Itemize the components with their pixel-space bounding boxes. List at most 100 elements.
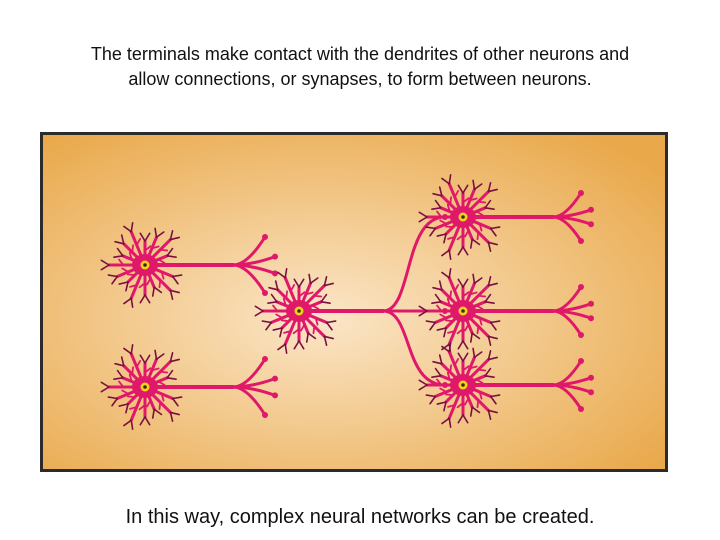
- dendrite-branch: [473, 277, 483, 285]
- dendrite-branch: [121, 267, 130, 273]
- dendrite-branch: [312, 325, 316, 335]
- dendrite-branch: [129, 406, 138, 410]
- nucleolus: [143, 263, 147, 267]
- dendrite-branch: [139, 232, 146, 242]
- dendrite-branch: [441, 343, 451, 351]
- dendrite-branch: [159, 370, 169, 374]
- dendrite-branch: [144, 354, 151, 364]
- dendrite-branch: [320, 293, 328, 303]
- dendrite-branch: [441, 249, 451, 257]
- dendrite-branch: [432, 286, 443, 291]
- dendrite-branch: [123, 347, 133, 355]
- dendrite-branch: [300, 323, 306, 332]
- dendrite-branch: [431, 375, 442, 379]
- dendrite-branch: [425, 320, 437, 324]
- dendrite-branch: [464, 323, 470, 332]
- dendrite-branch: [446, 203, 451, 213]
- dendrite-branch: [126, 273, 136, 277]
- dendrite-branch: [116, 247, 124, 257]
- dendrite-branch: [436, 233, 447, 237]
- dendrite-branch: [471, 406, 481, 414]
- dendrite-branch: [169, 289, 174, 301]
- dendrite-branch: [304, 291, 314, 296]
- dendrite-branch: [153, 286, 163, 294]
- dendrite-branch: [471, 238, 481, 246]
- dendrite-branch: [449, 196, 452, 206]
- dendrite-branch: [254, 310, 264, 317]
- dendrite-branch: [489, 395, 497, 405]
- dendrite-branch: [429, 395, 437, 405]
- dendrite-branch: [144, 416, 151, 426]
- axon-input-top: [143, 234, 278, 296]
- dendrite-branch: [139, 416, 146, 426]
- axon-terminal: [272, 392, 278, 399]
- dendrite-branch: [468, 197, 478, 202]
- dendrite-branch: [118, 380, 125, 388]
- dendrite-branch: [150, 367, 160, 372]
- dendrite-branch: [472, 179, 476, 191]
- dendrite-branch: [277, 271, 287, 279]
- dendrite-branch: [444, 225, 454, 229]
- axon-input-bottom: [143, 356, 278, 418]
- dendrite-branch: [144, 294, 151, 304]
- dendrite-branch: [447, 330, 456, 334]
- neuron-output-middle: [418, 268, 501, 354]
- dendrite-branch: [418, 305, 428, 312]
- dendrite-branch: [131, 366, 134, 376]
- axon-terminal: [262, 356, 268, 362]
- dendrite-branch: [123, 419, 133, 427]
- dendrite-branch: [476, 325, 480, 335]
- axon-terminal: [578, 238, 584, 244]
- dendrite-branch: [261, 320, 273, 324]
- axon-output-bottom: [461, 358, 594, 412]
- dendrite-branch: [487, 349, 492, 361]
- dendrite-branch: [144, 232, 151, 242]
- dendrite-branch: [457, 352, 464, 362]
- dendrite-branch: [284, 268, 288, 279]
- dendrite-branch: [169, 289, 181, 294]
- dendrite-branch: [441, 271, 451, 279]
- dendrite-branch: [471, 332, 481, 340]
- dendrite-branch: [113, 255, 124, 259]
- dendrite-branch: [171, 274, 183, 278]
- neural-network-diagram: [43, 135, 665, 469]
- dendrite-branch: [434, 293, 442, 303]
- dendrite-branch: [130, 297, 134, 308]
- dendrite-branch: [118, 403, 129, 407]
- axon-terminal: [272, 270, 278, 277]
- dendrite-branch: [129, 284, 138, 288]
- dendrite-branch: [100, 259, 110, 266]
- dendrite-branch: [489, 321, 497, 331]
- dendrite-branch: [169, 236, 181, 241]
- dendrite-branch: [309, 277, 319, 285]
- dendrite-branch: [469, 332, 473, 343]
- dendrite-branch: [418, 310, 428, 317]
- dendrite-branch: [436, 327, 447, 331]
- dendrite-branch: [314, 316, 319, 326]
- nucleolus: [297, 309, 301, 313]
- dendrite-branch: [325, 321, 333, 331]
- dendrite-branch: [432, 192, 443, 197]
- dendrite-branch: [289, 284, 296, 292]
- dendrite-branch: [130, 344, 134, 355]
- dendrite-branch: [449, 364, 452, 374]
- dendrite-branch: [272, 327, 283, 331]
- dendrite-branch: [429, 321, 437, 331]
- dendrite-branch: [447, 404, 456, 408]
- dendrite-branch: [439, 387, 448, 393]
- dendrite-branch: [100, 264, 110, 271]
- dendrite-branch: [144, 367, 152, 374]
- dendrite-branch: [441, 177, 451, 185]
- dendrite-branch: [429, 227, 437, 237]
- dendrite-branch: [439, 219, 448, 225]
- axon-terminal: [262, 290, 268, 296]
- dendrite-branch: [126, 395, 136, 399]
- dendrite-branch: [123, 297, 133, 305]
- dendrite-branch: [487, 282, 499, 287]
- dendrite-branch: [138, 282, 146, 289]
- dendrite-branch: [128, 251, 133, 261]
- dendrite-branch: [487, 241, 492, 253]
- dendrite-branch: [267, 301, 278, 305]
- dendrite-branch: [472, 273, 476, 285]
- dendrite-branch: [489, 226, 501, 230]
